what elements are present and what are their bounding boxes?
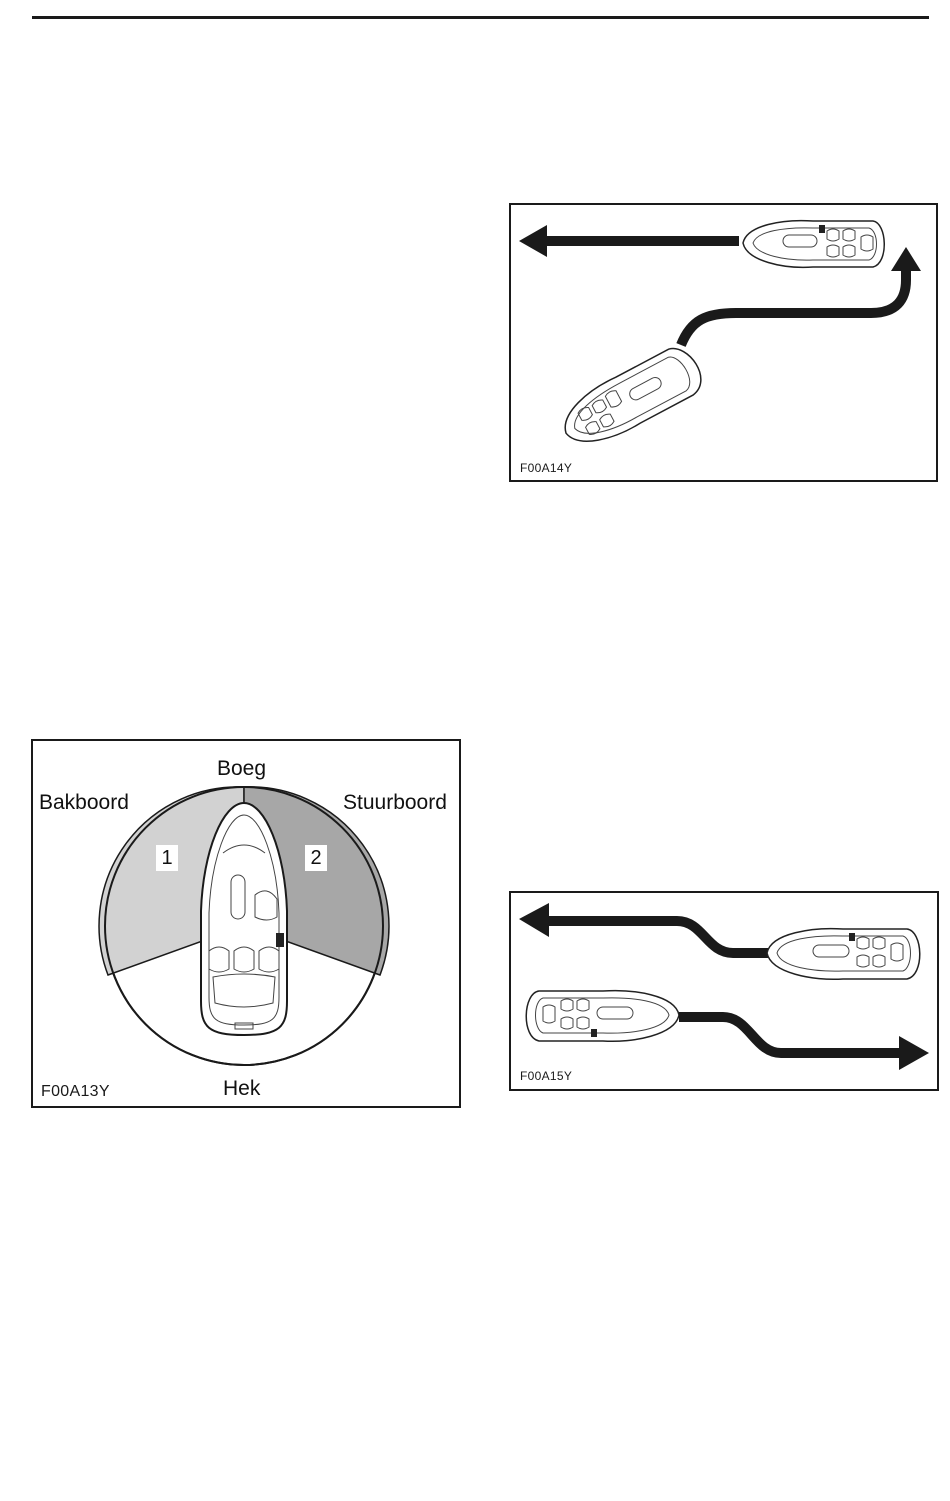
lower-path-arrow <box>679 1017 929 1070</box>
straight-path-arrow <box>519 225 739 257</box>
boat-upper-right <box>767 929 920 980</box>
figure-code-f00a15y: F00A15Y <box>520 1069 572 1083</box>
passing-boats-diagram <box>511 893 937 1089</box>
figure-f00a15y: F00A15Y <box>509 891 939 1091</box>
figure-f00a13y: Boeg Bakboord Stuurboord Hek 1 2 F00A13Y <box>31 739 461 1108</box>
zone-number-right: 2 <box>305 845 327 871</box>
label-stern: Hek <box>223 1077 260 1101</box>
figure-code-f00a13y: F00A13Y <box>41 1083 110 1101</box>
boat-lower-left <box>554 341 709 457</box>
label-starboard: Stuurboord <box>343 791 447 815</box>
page-top-rule <box>32 16 929 19</box>
boat-lower-left <box>526 991 679 1042</box>
boat-top-view <box>201 803 287 1035</box>
upper-path-arrow <box>519 903 773 953</box>
figure-code-f00a14y: F00A14Y <box>520 461 572 475</box>
overtaking-turn-diagram <box>511 205 936 480</box>
label-bow: Boeg <box>217 757 266 781</box>
boat-top-right <box>743 221 884 268</box>
zone-number-left: 1 <box>156 845 178 871</box>
label-port: Bakboord <box>39 791 129 815</box>
figure-f00a14y: F00A14Y <box>509 203 938 482</box>
